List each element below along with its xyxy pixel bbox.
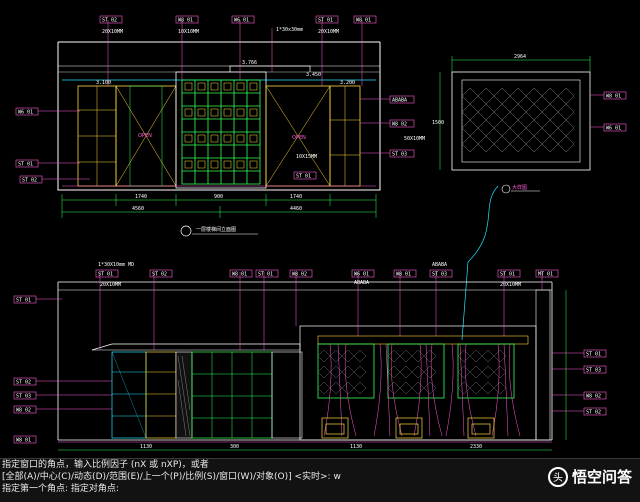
dim-lower-2: 300: [230, 444, 239, 450]
lleft-3: ST 03: [16, 394, 31, 400]
tag-top-4: ST 01: [318, 18, 333, 24]
ltag-3: W8 01: [232, 272, 247, 278]
dim-upper-2: 900: [214, 194, 223, 200]
tag-left-1: W6 01: [18, 110, 33, 116]
ltag-5: W8 02: [292, 272, 307, 278]
detail-tag-2: W6 01: [606, 126, 621, 132]
lleft-1: ST 01: [16, 298, 31, 304]
lanno-2: 20X10MM: [100, 282, 121, 288]
dim-upper-1: 1740: [135, 194, 147, 200]
lleft-2: ST 02: [16, 380, 31, 386]
upper-title: 一层楼梯间立面图: [196, 226, 236, 233]
command-line-panel: [0, 458, 640, 502]
watermark: 头 悟空问答: [547, 466, 632, 487]
elevation-3: 3.100: [96, 80, 111, 86]
lright-2: ST 03: [586, 368, 601, 374]
anno-10x10: 10X10MM: [178, 29, 199, 35]
open-label-right: OPEN: [292, 135, 306, 141]
ltag-1: ST 01: [98, 272, 113, 278]
ltag-2: ST 02: [152, 272, 167, 278]
tag-top-5: W8 01: [356, 18, 371, 24]
lright-1: ST 01: [586, 352, 601, 358]
detail-leader-line: [461, 185, 499, 341]
ltag-4: ST 01: [258, 272, 273, 278]
ltag-9: ST 01: [500, 272, 515, 278]
lright-4: ST 02: [586, 410, 601, 416]
dim-lower-3: 1130: [350, 444, 362, 450]
lright-3: W8 02: [586, 394, 601, 400]
dim-upper-total-2: 4460: [290, 206, 302, 212]
tag-top-2: W8 01: [178, 18, 193, 24]
lanno-4: ABABA: [432, 262, 447, 268]
tag-right-2: W8 02: [392, 122, 407, 128]
ltag-6: W6 01: [354, 272, 369, 278]
detail-tag-1: W8 01: [606, 94, 621, 100]
detail-title-circle: [501, 184, 511, 194]
tag-left-2: ST 01: [18, 162, 33, 168]
tag-right-3: ST 03: [392, 152, 407, 158]
detail-dim-width: 2964: [514, 54, 526, 60]
tag-top-1: ST 02: [102, 18, 117, 24]
tag-top-3: W6 01: [234, 18, 249, 24]
dim-upper-total-1: 4560: [132, 206, 144, 212]
command-history-line-2: [全部(A)/中心(C)/动态(D)/范围(E)/上一个(P)/比例(S)/窗口…: [2, 472, 341, 482]
title-circle: [180, 225, 192, 237]
anno-dim-top: 1*30x30mm: [276, 27, 303, 33]
detail-dim-height: 1500: [432, 120, 444, 126]
lower-elevation: ST 01 ST 02 W8 01 ST 01 W8 02 W6 01 W8 0…: [13, 262, 607, 451]
dim-lower-1: 1130: [140, 444, 152, 450]
lanno-3: ABABA: [354, 280, 369, 286]
upper-elevation: OPEN: [15, 15, 425, 237]
ltag-7: W8 01: [396, 272, 411, 278]
elevation-4: 3.200: [340, 80, 355, 86]
lanno-5: 20X10MM: [500, 282, 521, 288]
tag-right-4: ST 01: [296, 174, 311, 180]
detail-title: 大样图: [512, 184, 527, 191]
dim-lower-4: 2330: [470, 444, 482, 450]
ltag-8: ST 03: [432, 272, 447, 278]
command-history-line-1: 指定窗口的角点，输入比例因子 (nX 或 nXP)，或者: [2, 460, 209, 470]
lleft-4: W8 02: [16, 408, 31, 414]
dim-upper-3: 1740: [290, 194, 302, 200]
open-label-left: OPEN: [138, 133, 152, 139]
ltag-10: MT 01: [538, 272, 553, 278]
tag-right-1: ABABA: [392, 98, 407, 104]
anno-10x15: 10X15MM: [296, 154, 317, 160]
elevation-1: 3.766: [242, 60, 257, 66]
elevation-2: 3.450: [306, 72, 321, 78]
tag-left-3: ST 02: [22, 178, 37, 184]
detail-panel: 2964 1500 W8 01 W6 01 大样图: [432, 54, 627, 341]
command-prompt-line[interactable]: 指定第一个角点: 指定对角点:: [2, 484, 119, 494]
anno-50x10: 50X10MM: [404, 136, 425, 142]
lanno-1: 1*30X10mm MD: [98, 262, 134, 268]
watermark-text: 悟空问答: [571, 468, 632, 486]
anno-20x10-right: 20X10MM: [318, 29, 339, 35]
anno-20x10: 20X10MM: [102, 29, 123, 35]
lleft-5: W8 01: [16, 438, 31, 444]
watermark-logo-icon: 头: [547, 466, 568, 487]
